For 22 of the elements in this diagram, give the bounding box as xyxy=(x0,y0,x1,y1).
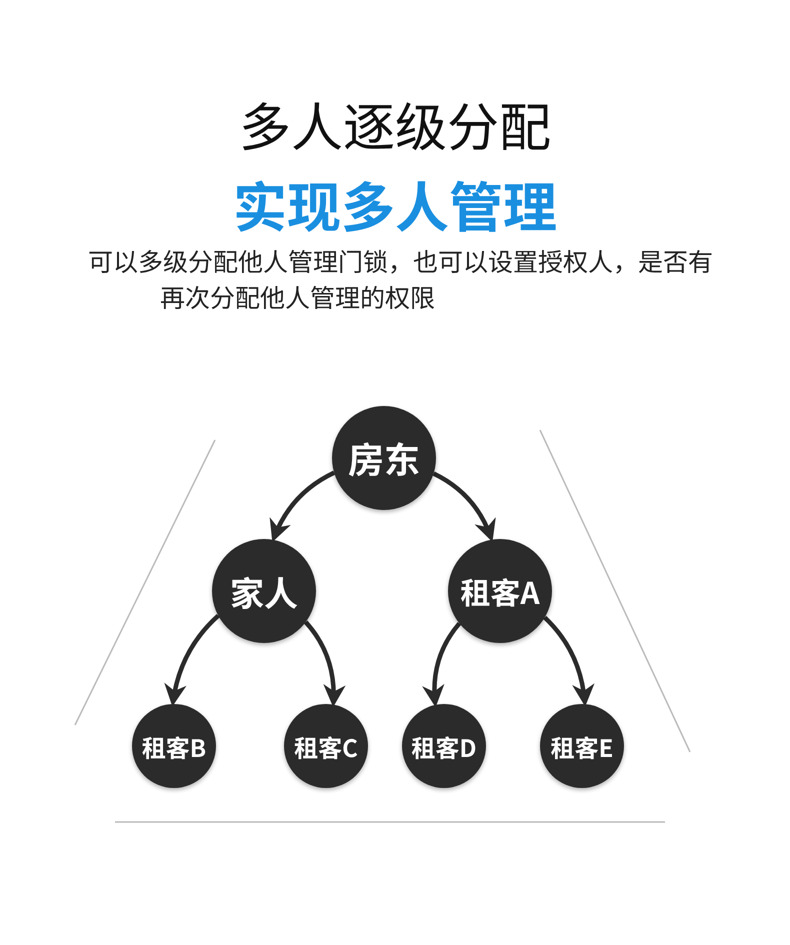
curved-arrow xyxy=(304,620,346,708)
description: 可以多级分配他人管理门锁，也可以设置授权人，是否有再次分配他人管理的权限 xyxy=(88,243,714,315)
node-label: 家人 xyxy=(230,566,298,616)
node-label: 房东 xyxy=(348,432,420,484)
node-label: 租客C xyxy=(294,728,358,764)
curved-arrow xyxy=(543,616,594,707)
person-circle xyxy=(284,704,368,788)
node-label: 租客B xyxy=(142,728,206,764)
curved-arrow xyxy=(270,470,336,542)
subtitle: 实现多人管理 xyxy=(232,172,558,236)
person-circle xyxy=(448,539,552,643)
title: 多人逐级分配 xyxy=(238,92,552,156)
person-circle xyxy=(540,704,624,788)
curved-arrow xyxy=(164,614,220,706)
person-circle xyxy=(212,539,316,643)
node-label: 租客D xyxy=(411,728,477,764)
node-label: 租客E xyxy=(550,728,614,764)
person-circle xyxy=(402,704,486,788)
node-label: 租客A xyxy=(460,569,540,613)
curved-arrow xyxy=(432,472,496,542)
person-circle xyxy=(132,704,216,788)
curved-arrow xyxy=(422,622,462,708)
